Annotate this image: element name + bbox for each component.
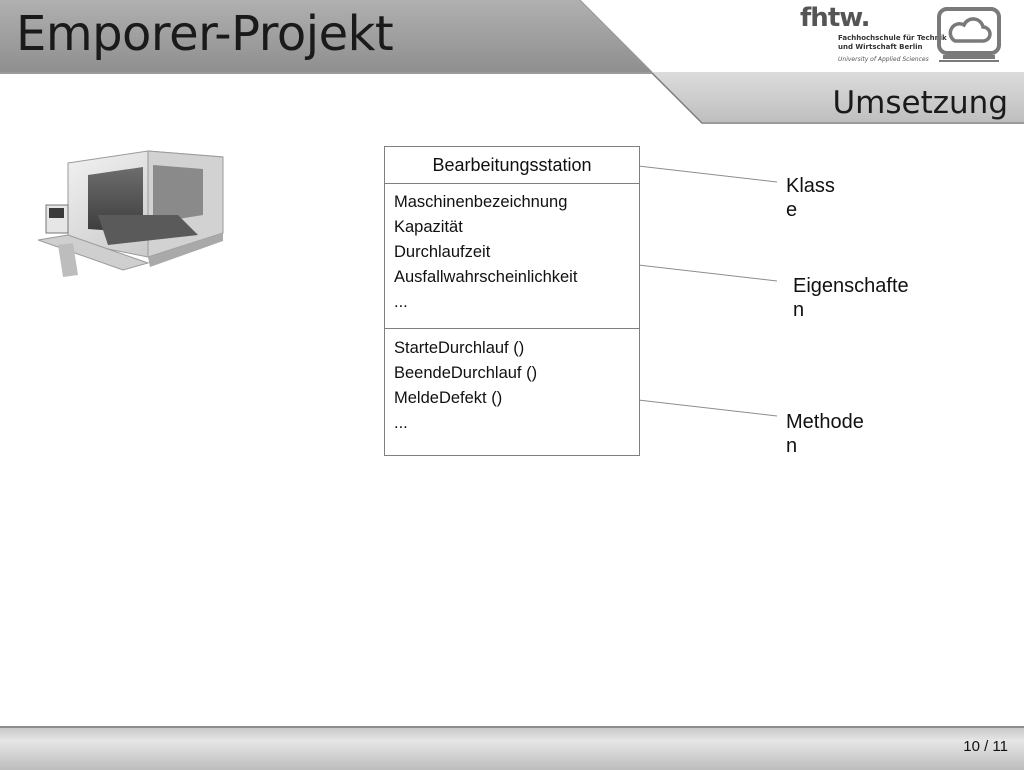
label-klasse-line-1: Klass bbox=[786, 175, 835, 197]
uml-attributes: Maschinenbezeichnung Kapazität Durchlauf… bbox=[385, 184, 639, 329]
header-band-graphic bbox=[0, 0, 1024, 124]
slide-header: Emporer-Projekt Umsetzung bbox=[0, 0, 1024, 130]
connector-methoden bbox=[629, 398, 778, 417]
university-logo: fhtw. Fachhochschule für Technik und Wir… bbox=[800, 3, 947, 68]
logo-line-2: und Wirtschaft Berlin bbox=[838, 43, 923, 51]
label-methoden-line-2: n bbox=[786, 435, 798, 457]
slide-footer bbox=[0, 726, 1024, 770]
cloud-monitor-icon bbox=[937, 7, 1001, 62]
uml-attribute: ... bbox=[394, 293, 408, 311]
label-eigenschaften-line-2: n bbox=[793, 299, 805, 321]
label-klasse-line-2: e bbox=[786, 199, 798, 221]
connector-eigenschaften bbox=[629, 263, 778, 282]
label-eigenschaften-line-1: Eigenschafte bbox=[793, 275, 909, 297]
connector-klasse bbox=[629, 164, 778, 183]
uml-attribute: Maschinenbezeichnung bbox=[394, 193, 568, 211]
logo-mark: fhtw. bbox=[800, 3, 870, 33]
label-klasse: Klass e bbox=[786, 174, 848, 222]
uml-method: BeendeDurchlauf () bbox=[394, 364, 538, 382]
label-methoden-line-1: Methode bbox=[786, 411, 864, 433]
page-number: 10 / 11 bbox=[963, 738, 1008, 755]
uml-attribute: Kapazität bbox=[394, 218, 463, 236]
uml-class-name: Bearbeitungsstation bbox=[385, 147, 639, 184]
logo-line-1: Fachhochschule für Technik bbox=[838, 34, 947, 42]
cnc-machine-image bbox=[38, 150, 224, 277]
uml-class-box: Bearbeitungsstation Maschinenbezeichnung… bbox=[384, 146, 640, 456]
uml-method: MeldeDefekt () bbox=[394, 389, 503, 407]
section-title: Umsetzung bbox=[832, 85, 1008, 121]
uml-attribute: Durchlaufzeit bbox=[394, 243, 491, 261]
label-methoden: Methode n bbox=[786, 410, 886, 458]
uml-methods: StarteDurchlauf () BeendeDurchlauf () Me… bbox=[385, 329, 639, 436]
slide-title: Emporer-Projekt bbox=[16, 6, 394, 62]
logo-text: Fachhochschule für Technik und Wirtschaf… bbox=[838, 34, 947, 52]
uml-method: ... bbox=[394, 414, 408, 432]
uml-attribute: Ausfallwahrscheinlichkeit bbox=[394, 268, 578, 286]
uml-method: StarteDurchlauf () bbox=[394, 339, 525, 357]
label-eigenschaften: Eigenschafte n bbox=[793, 274, 933, 322]
logo-subtitle: University of Applied Sciences bbox=[838, 56, 929, 63]
